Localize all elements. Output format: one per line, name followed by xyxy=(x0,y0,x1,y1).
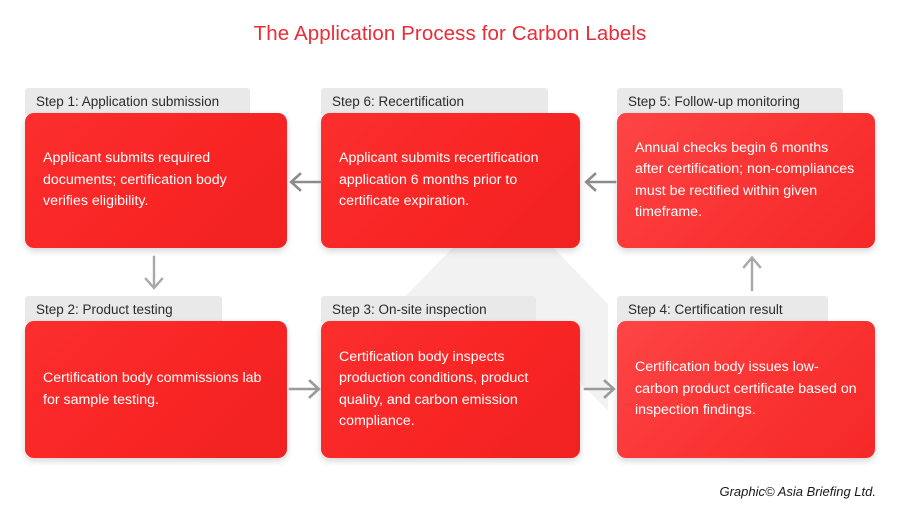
card-step-2: Step 2: Product testing Certification bo… xyxy=(25,296,287,458)
card-step-6: Step 6: Recertification Applicant submit… xyxy=(321,88,580,248)
card-header-step-1: Step 1: Application submission xyxy=(25,88,250,115)
card-text-step-2: Certification body commissions lab for s… xyxy=(43,370,262,408)
card-body-step-4: Certification body issues low-carbon pro… xyxy=(617,321,875,458)
card-body-step-5: Annual checks begin 6 months after certi… xyxy=(617,113,875,248)
card-text-step-3: Certification body inspects production c… xyxy=(339,348,529,430)
arrow-step2-to-step3-icon xyxy=(288,379,321,399)
card-text-step-6: Applicant submits recertification applic… xyxy=(339,150,539,210)
card-header-step-3: Step 3: On-site inspection xyxy=(321,296,536,323)
credit-text: Graphic© Asia Briefing Ltd. xyxy=(719,484,876,499)
arrow-step6-to-step1-icon xyxy=(289,172,322,192)
card-step-5: Step 5: Follow-up monitoring Annual chec… xyxy=(617,88,875,248)
card-body-step-3: Certification body inspects production c… xyxy=(321,321,580,458)
card-text-step-5: Annual checks begin 6 months after certi… xyxy=(635,139,855,221)
page-title: The Application Process for Carbon Label… xyxy=(253,22,647,45)
card-text-step-4: Certification body issues low-carbon pro… xyxy=(635,359,857,419)
card-step-3: Step 3: On-site inspection Certification… xyxy=(321,296,580,458)
card-step-4: Step 4: Certification result Certificati… xyxy=(617,296,875,458)
card-step-1: Step 1: Application submission Applicant… xyxy=(25,88,287,248)
card-header-step-6: Step 6: Recertification xyxy=(321,88,548,115)
arrow-step1-to-step2-icon xyxy=(144,255,164,290)
card-body-step-1: Applicant submits required documents; ce… xyxy=(25,113,287,248)
card-body-step-2: Certification body commissions lab for s… xyxy=(25,321,287,458)
arrow-step4-to-step5-icon xyxy=(742,255,762,292)
card-header-step-4: Step 4: Certification result xyxy=(617,296,828,323)
arrow-step5-to-step6-icon xyxy=(584,172,617,192)
card-body-step-6: Applicant submits recertification applic… xyxy=(321,113,580,248)
card-header-step-5: Step 5: Follow-up monitoring xyxy=(617,88,843,115)
card-text-step-1: Applicant submits required documents; ce… xyxy=(43,150,227,210)
arrow-step3-to-step4-icon xyxy=(583,379,616,399)
card-header-step-2: Step 2: Product testing xyxy=(25,296,222,323)
